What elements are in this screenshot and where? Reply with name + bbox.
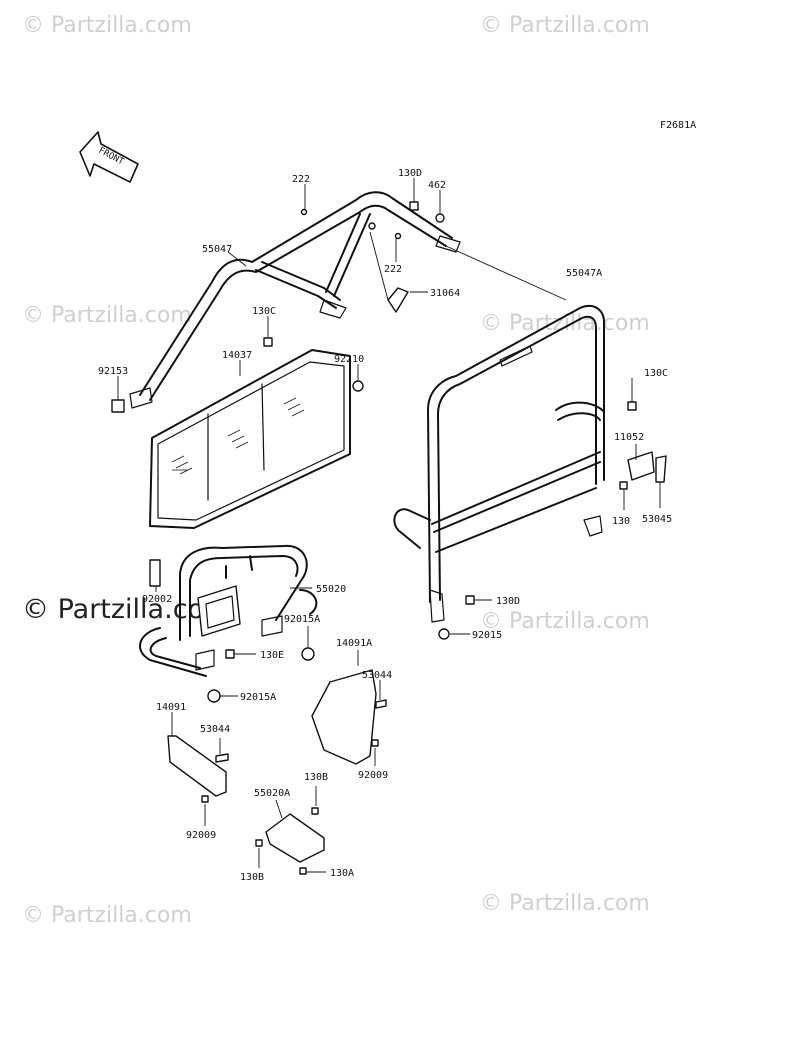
part-label-55047: 55047 xyxy=(202,244,232,255)
watermark: © Partzilla.com xyxy=(480,609,650,634)
part-labels: 222 130D 462 55047 222 31064 55047A 130C… xyxy=(98,168,672,883)
part-label-53045: 53045 xyxy=(642,514,672,525)
part-label-53044-left: 53044 xyxy=(200,724,230,735)
skid-plate-55020a xyxy=(265,813,325,863)
part-label-130b-top: 130B xyxy=(304,772,328,783)
watermark-dark: © Partzilla.com xyxy=(22,594,230,625)
watermark: © Partzilla.com xyxy=(480,891,650,916)
part-label-130c-left: 130C xyxy=(252,306,276,317)
part-label-130d-top: 130D xyxy=(398,168,422,179)
part-label-92015a-bottom: 92015A xyxy=(240,692,276,703)
part-label-92015a-top: 92015A xyxy=(284,614,320,625)
front-bumper xyxy=(138,544,318,677)
part-label-92009-right: 92009 xyxy=(358,770,388,781)
part-label-14091: 14091 xyxy=(156,702,186,713)
leader xyxy=(445,245,567,301)
part-label-222-mid: 222 xyxy=(384,264,402,275)
part-label-92015: 92015 xyxy=(472,630,502,641)
watermark: © Partzilla.com xyxy=(480,13,650,38)
diagram-code: F2681A xyxy=(660,120,696,131)
part-label-55020: 55020 xyxy=(316,584,346,595)
part-label-222-top: 222 xyxy=(292,174,310,185)
watermark: © Partzilla.com xyxy=(480,311,650,336)
part-label-14091a: 14091A xyxy=(336,638,372,649)
leader-lines xyxy=(117,178,661,873)
part-label-130: 130 xyxy=(612,516,630,527)
part-label-55020a: 55020A xyxy=(254,788,290,799)
part-label-92009-left: 92009 xyxy=(186,830,216,841)
part-label-130a: 130A xyxy=(330,868,354,879)
part-label-130d-bottom: 130D xyxy=(496,596,520,607)
part-label-92153: 92153 xyxy=(98,366,128,377)
part-label-55047a: 55047A xyxy=(566,268,602,279)
part-label-92002: 92002 xyxy=(142,594,172,605)
right-guard-14091a xyxy=(311,669,377,765)
screen-panel xyxy=(149,349,351,529)
part-label-53044-right: 53044 xyxy=(362,670,392,681)
top-roll-bar xyxy=(129,191,461,409)
watermark: © Partzilla.com xyxy=(22,13,192,38)
part-label-462: 462 xyxy=(428,180,446,191)
left-guard-14091 xyxy=(167,735,227,797)
part-label-31064: 31064 xyxy=(430,288,460,299)
part-label-130c-right: 130C xyxy=(644,368,668,379)
front-arrow-icon: FRONT xyxy=(79,131,139,183)
part-label-130e: 130E xyxy=(260,650,284,661)
part-label-11052: 11052 xyxy=(614,432,644,443)
part-label-14037: 14037 xyxy=(222,350,252,361)
watermark: © Partzilla.com xyxy=(22,303,192,328)
part-label-92210: 92210 xyxy=(334,354,364,365)
watermark: © Partzilla.com xyxy=(22,903,192,928)
part-label-130b-bottom: 130B xyxy=(240,872,264,883)
rear-frame xyxy=(393,304,605,623)
hardware xyxy=(111,201,667,875)
